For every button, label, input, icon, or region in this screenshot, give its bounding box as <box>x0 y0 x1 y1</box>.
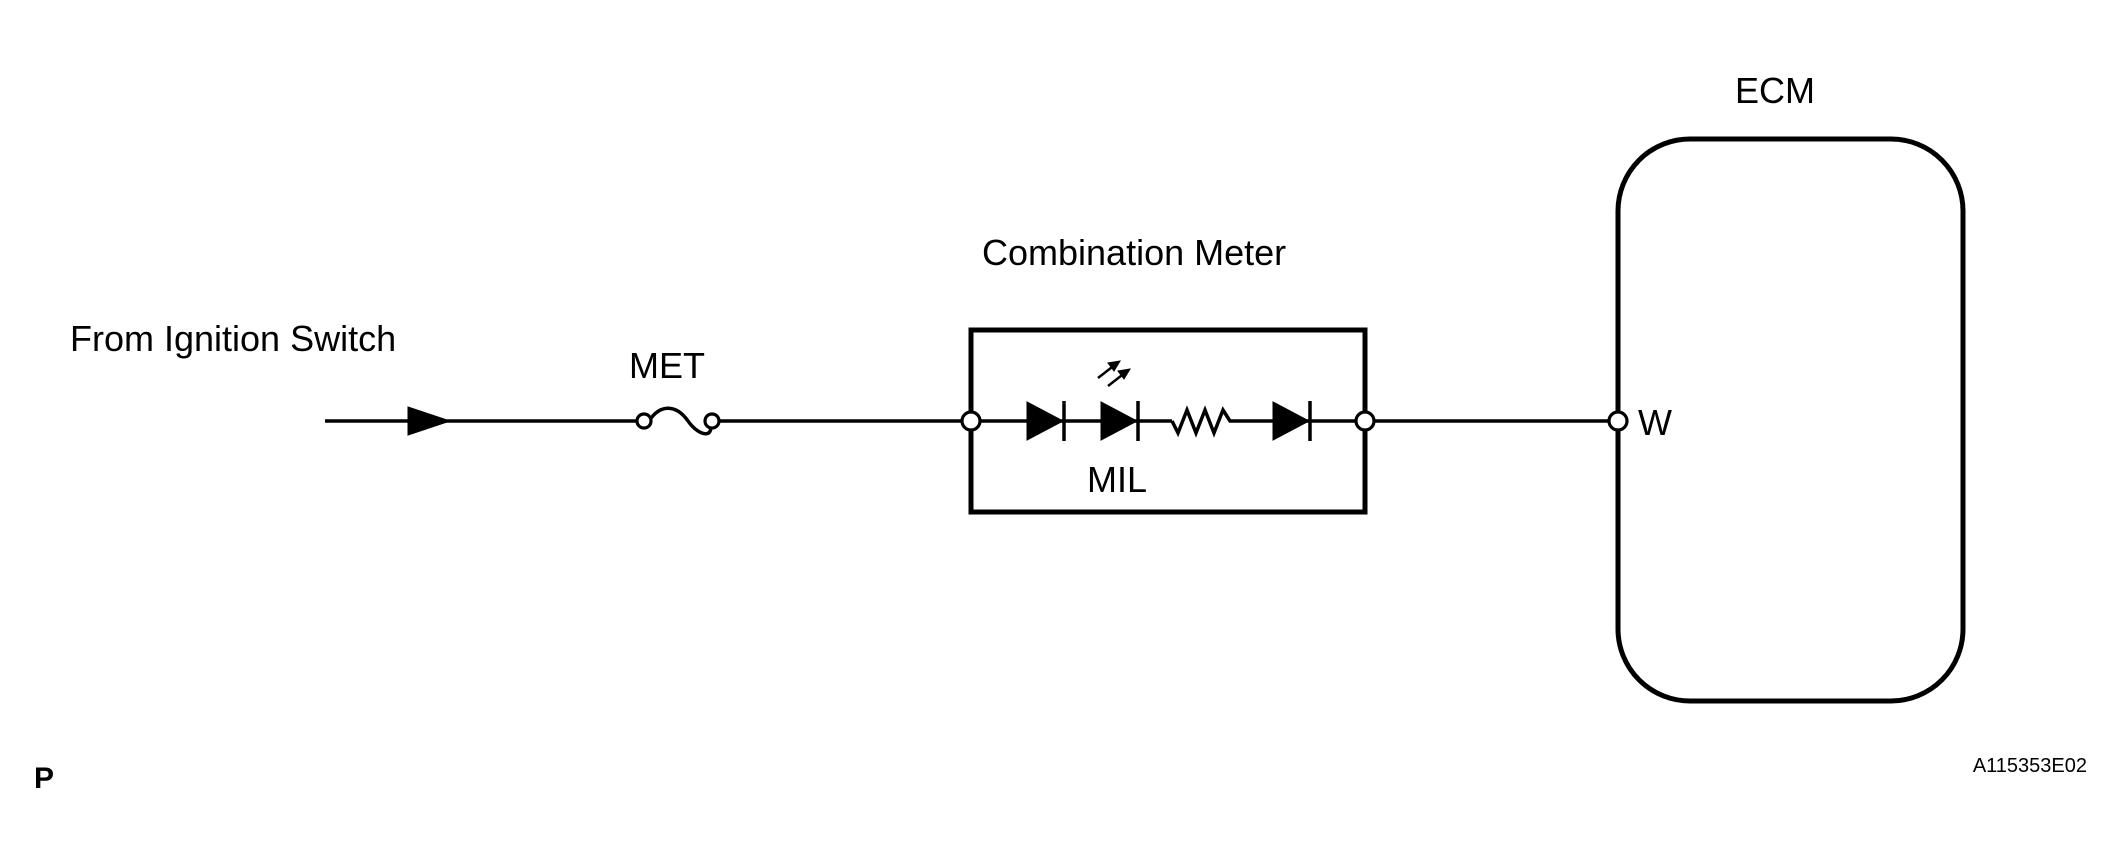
fuse-terminal-right <box>703 412 721 430</box>
meter-terminal-out <box>1354 410 1376 432</box>
diode-icon <box>1026 401 1065 441</box>
ecm-terminal-w <box>1607 410 1629 432</box>
resistor-icon <box>1170 405 1236 438</box>
meter-label: Combination Meter <box>982 232 1286 273</box>
meter-terminal-in <box>960 410 982 432</box>
light-ray-arrowhead-icon <box>1107 360 1121 372</box>
corner-letter: P <box>34 762 54 795</box>
ecm-label: ECM <box>1735 70 1815 111</box>
ecm-terminal-label: W <box>1638 402 1672 443</box>
mil-label: MIL <box>1087 459 1147 500</box>
fuse-label: MET <box>629 345 705 386</box>
fuse-terminal-left <box>635 412 653 430</box>
diode-icon-2 <box>1272 401 1311 441</box>
figure-code: A115353E02 <box>1973 755 2087 777</box>
light-ray-arrowhead-icon-2 <box>1117 368 1131 380</box>
flow-arrow-icon <box>407 406 452 436</box>
mil-led-icon <box>1100 401 1139 441</box>
source-label: From Ignition Switch <box>70 318 396 359</box>
fuse-icon <box>647 406 713 436</box>
